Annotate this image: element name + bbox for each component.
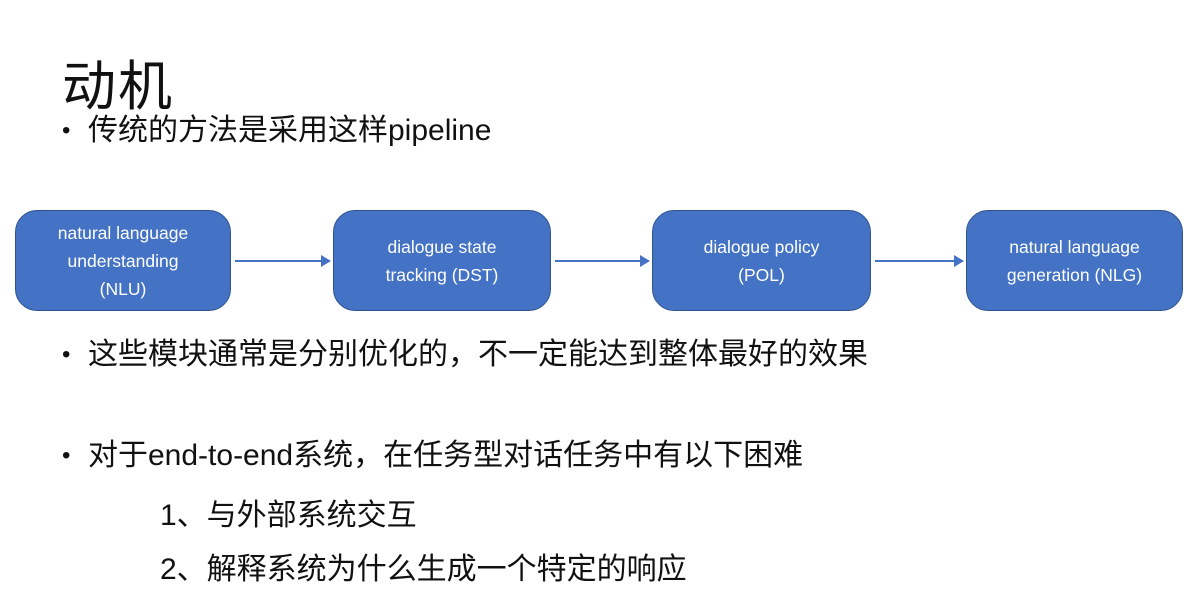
flow-arrow-dst-to-pol — [555, 255, 650, 267]
sub-item-explain-response: 2、解释系统为什么生成一个特定的响应 — [160, 553, 687, 586]
flow-box-line: dialogue policy — [703, 236, 820, 257]
flow-box-pol: dialogue policy (POL) — [652, 210, 871, 311]
bullet-text: 传统的方法是采用这样pipeline — [88, 114, 492, 147]
flow-box-line: dialogue state — [387, 236, 497, 257]
slide-title: 动机 — [62, 57, 174, 118]
flow-arrow-nlu-to-dst — [235, 255, 331, 267]
flow-arrow-pol-to-nlg — [875, 255, 964, 267]
bullet-marker: • — [62, 117, 71, 144]
flow-box-line: (POL) — [738, 264, 785, 285]
flow-box-line: (NLU) — [99, 278, 147, 299]
bullet-item-separate-optimization: • 这些模块通常是分别优化的，不一定能达到整体最好的效果 — [62, 336, 868, 374]
bullet-text: 这些模块通常是分别优化的，不一定能达到整体最好的效果 — [88, 338, 868, 371]
flow-box-line: natural language — [57, 222, 189, 243]
bullet-item-end-to-end: • 对于end-to-end系统，在任务型对话任务中有以下困难 — [62, 437, 803, 475]
bullet-text: 对于end-to-end系统，在任务型对话任务中有以下困难 — [88, 439, 804, 472]
bullet-marker: • — [62, 442, 71, 469]
flow-box-dst: dialogue state tracking (DST) — [333, 210, 551, 311]
flow-box-nlg: natural language generation (NLG) — [966, 210, 1183, 311]
flow-box-line: natural language — [1009, 236, 1140, 257]
flow-box-line: generation (NLG) — [1006, 264, 1143, 285]
flow-box-nlu: natural language understanding (NLU) — [15, 210, 231, 311]
bullet-item-pipeline: • 传统的方法是采用这样pipeline — [62, 112, 491, 150]
sub-item-external-systems: 1、与外部系统交互 — [160, 499, 417, 532]
flow-box-line: tracking (DST) — [385, 264, 499, 285]
bullet-marker: • — [62, 341, 71, 368]
flow-box-line: understanding — [67, 250, 179, 271]
